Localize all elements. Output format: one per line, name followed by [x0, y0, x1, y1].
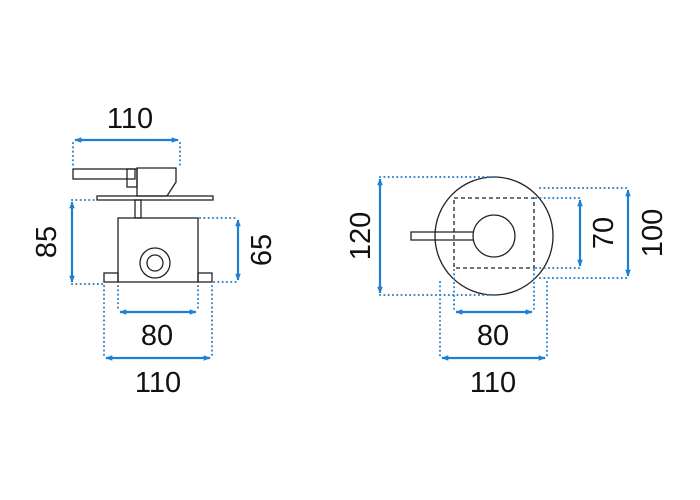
body-height-label: 65	[246, 234, 278, 266]
front-view: 120 70 100 80 110	[345, 176, 669, 399]
stem	[134, 199, 142, 219]
lever-handle	[72, 168, 136, 180]
front-view-outline	[410, 176, 554, 296]
outlet-ring-outer	[139, 247, 171, 279]
outer-height-dimension: 100	[539, 187, 669, 279]
outer-height-label: 100	[637, 209, 669, 257]
box-height-label: 70	[588, 217, 620, 249]
plate-diameter-label: 120	[345, 212, 377, 260]
body-width-dimension: 80	[117, 285, 199, 352]
box-width-label: 80	[477, 320, 509, 352]
left-flange	[103, 272, 119, 283]
lever-handle-front	[410, 231, 474, 241]
handle-body	[136, 167, 177, 197]
total-height-dimension: 85	[31, 199, 104, 285]
front-plate-width-dimension: 110	[439, 281, 548, 399]
body-height-dimension: 65	[199, 217, 278, 283]
outlet-ring-inner	[146, 254, 164, 272]
box-height-dimension: 70	[535, 197, 620, 269]
concealed-box	[453, 197, 535, 269]
plate-width-dimension: 110	[103, 285, 213, 399]
handle-width-dimension: 110	[72, 103, 181, 168]
box-width-dimension: 80	[453, 269, 535, 352]
right-flange	[197, 272, 213, 283]
plate-width-label: 110	[135, 367, 181, 399]
handle-width-label: 110	[107, 103, 153, 135]
side-view-outline	[72, 167, 214, 283]
plate-diameter-dimension: 120	[345, 176, 493, 296]
side-view: 110 85 65 80 110	[31, 103, 278, 399]
cover-plate	[96, 195, 214, 201]
cover-plate-circle	[434, 176, 554, 296]
body-width-label: 80	[141, 320, 173, 352]
mixer-body	[117, 217, 199, 283]
total-height-label: 85	[31, 226, 63, 258]
handle-hub-circle	[472, 214, 516, 258]
front-plate-width-label: 110	[470, 367, 516, 399]
